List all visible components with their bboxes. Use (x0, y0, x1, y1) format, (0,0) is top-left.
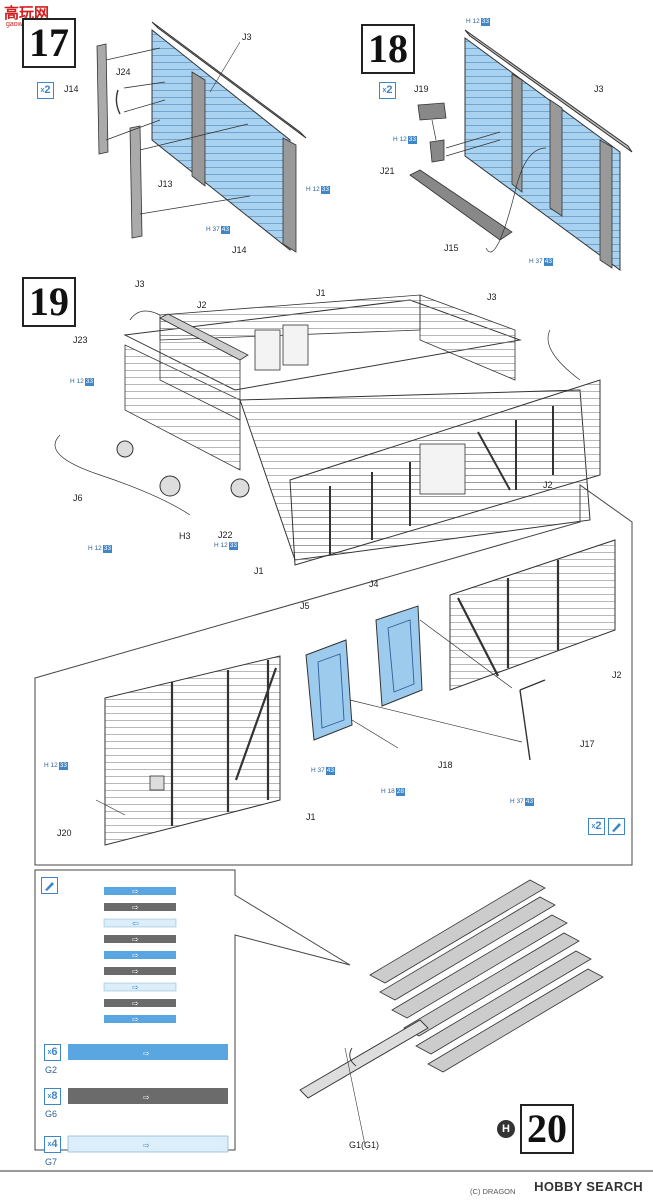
label-h3: H3 (179, 531, 191, 541)
svg-text:⇨: ⇨ (143, 1141, 150, 1150)
step19-qty: x2 (588, 818, 605, 835)
step18-drawing (409, 29, 633, 271)
svg-text:⇨: ⇨ (143, 1093, 150, 1102)
svg-text:⇨: ⇨ (132, 887, 139, 896)
brand-caption: (C) DRAGON (470, 1187, 516, 1196)
step17-number: 17 (22, 18, 76, 68)
svg-text:⇨: ⇨ (132, 999, 139, 1008)
label-j1: J1 (316, 288, 326, 298)
rail-part-g2: G2 (45, 1065, 58, 1075)
label-j19: J19 (414, 84, 429, 94)
step17-drawing (96, 21, 307, 253)
label-j5: J5 (300, 601, 310, 611)
label-j13: J13 (158, 179, 173, 189)
label-j6: J6 (73, 493, 83, 503)
step19-number: 19 (22, 277, 76, 327)
label-j21: J21 (380, 166, 395, 176)
step20-number: 20 (520, 1104, 574, 1154)
step18-qty: x2 (379, 82, 396, 99)
label-j18: J18 (438, 760, 453, 770)
watermark-logo: 高玩网 (4, 5, 50, 22)
step19-detail (34, 484, 633, 866)
label-j17: J17 (580, 739, 595, 749)
label-j14: J14 (232, 245, 247, 255)
label-j3: J3 (242, 32, 252, 42)
label-j1: J1 (254, 566, 264, 576)
label-j3: J3 (135, 279, 145, 289)
svg-text:⇨: ⇨ (132, 935, 139, 944)
svg-text:⇨: ⇨ (132, 951, 139, 960)
step18-number: 18 (361, 24, 415, 74)
label-j2: J2 (197, 300, 207, 310)
step20-drawing (34, 869, 604, 1151)
step19-wagon (54, 294, 601, 566)
svg-text:⇨: ⇨ (132, 967, 139, 976)
brush-icon (608, 818, 625, 835)
label-j1: J1 (306, 812, 316, 822)
label-j20: J20 (57, 828, 72, 838)
label-g1: G1(G1) (349, 1140, 380, 1150)
rail-bars: ⇨ ⇨ ⇦ ⇨ ⇨ ⇨ ⇨ ⇨ ⇨ ⇨ ⇨ ⇨ (67, 887, 229, 1153)
label-j2: J2 (612, 670, 622, 680)
brush-icon (41, 877, 58, 894)
label-j4: J4 (369, 579, 379, 589)
svg-text:⇨: ⇨ (132, 1015, 139, 1024)
label-j14: J14 (64, 84, 79, 94)
step20-part-circle: H (497, 1120, 515, 1138)
step17-qty: x2 (37, 82, 54, 99)
label-j24: J24 (116, 67, 131, 77)
label-j3: J3 (594, 84, 604, 94)
svg-text:⇨: ⇨ (132, 903, 139, 912)
svg-text:⇨: ⇨ (143, 1049, 150, 1058)
rail-qty-g2: x6 (44, 1044, 61, 1061)
label-j22: J22 (218, 530, 233, 540)
label-j3: J3 (487, 292, 497, 302)
svg-text:⇦: ⇦ (132, 919, 139, 928)
rail-part-g7: G7 (45, 1157, 58, 1167)
rail-qty-g7: x4 (44, 1136, 61, 1153)
rail-part-g6: G6 (45, 1109, 58, 1119)
rail-qty-g6: x8 (44, 1088, 61, 1105)
label-j23: J23 (73, 335, 88, 345)
svg-text:⇨: ⇨ (132, 983, 139, 992)
brand-name: HOBBY SEARCH (534, 1179, 643, 1194)
label-j2: J2 (543, 480, 553, 490)
label-j15: J15 (444, 243, 459, 253)
